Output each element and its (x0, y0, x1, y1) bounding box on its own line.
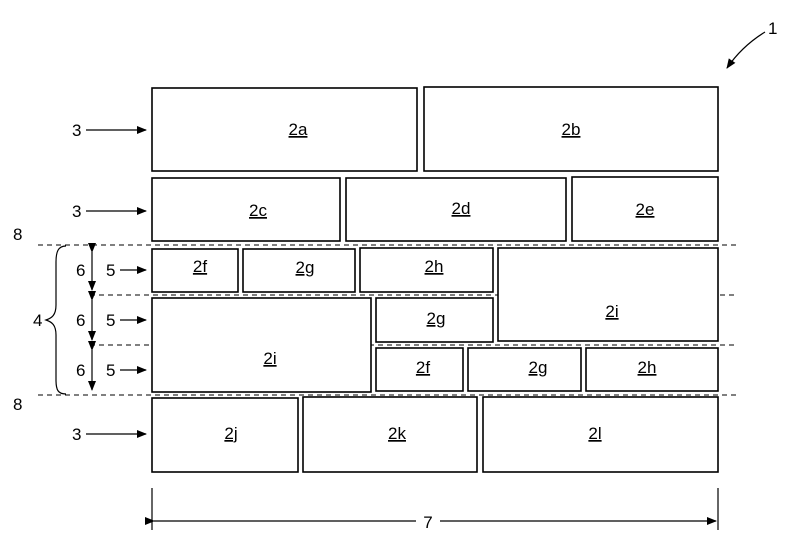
block-label: 2a (289, 120, 308, 139)
block-label: 2f (416, 358, 430, 377)
block-2f (151, 248, 239, 293)
block-label: 2c (249, 201, 267, 220)
figure-reference-arrow (726, 31, 766, 69)
row-arrow-label: 5 (106, 261, 115, 280)
row-arrow-label: 3 (72, 202, 81, 221)
width-label: 7 (423, 513, 432, 532)
height-label: 6 (76, 311, 85, 330)
block-2g (242, 248, 356, 293)
block-label: 2i (605, 302, 618, 321)
block-label: 2j (224, 424, 237, 443)
block-2g (375, 297, 494, 343)
block-2i-left (151, 297, 372, 393)
block-2l (482, 396, 719, 473)
block-label: 2l (588, 424, 601, 443)
row-arrow-label: 3 (72, 425, 81, 444)
block-2h (585, 347, 719, 392)
block-2e (571, 176, 719, 242)
height-label: 6 (76, 361, 85, 380)
boundary-label: 8 (13, 225, 22, 244)
block-label: 2f (193, 257, 207, 276)
block-label: 2g (529, 358, 548, 377)
block-2c (151, 177, 341, 242)
block-2d (345, 177, 567, 242)
block-label: 2h (425, 257, 444, 276)
block-2f (375, 347, 464, 392)
block-label: 2g (296, 258, 315, 277)
boundary-label: 8 (13, 395, 22, 414)
height-label: 6 (76, 261, 85, 280)
block-label: 2g (427, 309, 446, 328)
row-arrow-label: 5 (106, 361, 115, 380)
block-label: 2e (636, 200, 655, 219)
block-2j (151, 397, 299, 473)
block-2b (423, 86, 719, 172)
block-2k (302, 396, 478, 473)
block-label: 2b (562, 120, 581, 139)
figure-number: 1 (768, 19, 777, 38)
block-label: 2d (452, 199, 471, 218)
block-label: 2h (638, 358, 657, 377)
row-arrow-label: 5 (106, 311, 115, 330)
row-arrow-label: 3 (72, 121, 81, 140)
block-2g (467, 347, 582, 392)
block-label: 2k (388, 424, 406, 443)
group-brace (44, 245, 67, 395)
block-2h (359, 247, 494, 293)
block-2i-right (497, 247, 719, 342)
block-label: 2i (263, 349, 276, 368)
block-2a (151, 87, 418, 172)
group-label: 4 (33, 311, 42, 330)
